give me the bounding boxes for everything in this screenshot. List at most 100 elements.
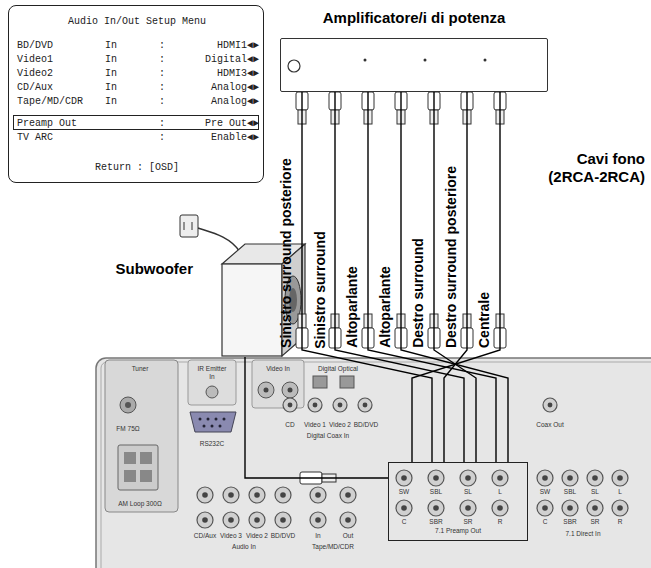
rca-jack bbox=[537, 470, 553, 486]
panel-label: Video 1 bbox=[304, 421, 326, 429]
panel-label: AM Loop 300Ω bbox=[118, 500, 162, 508]
panel-label: BD/DVD bbox=[354, 421, 379, 429]
cable-caption: Cavi fono (2RCA-2RCA) bbox=[533, 150, 645, 186]
rca-jack-pin bbox=[617, 475, 623, 481]
phono-cable bbox=[434, 92, 476, 462]
subwoofer-label: Subwoofer bbox=[116, 260, 194, 278]
menu-cell: Analog◄► bbox=[179, 82, 259, 94]
rca-jack bbox=[460, 470, 476, 486]
amplifier-title: Amplificatore/i di potenza bbox=[281, 9, 547, 27]
menu-cell: : bbox=[159, 118, 171, 130]
tuner-block bbox=[105, 360, 178, 512]
panel-label: R bbox=[498, 518, 503, 526]
rca-jack-pin bbox=[592, 505, 598, 511]
rca-jack bbox=[310, 487, 326, 503]
menu-cell: : bbox=[159, 132, 171, 144]
panel-label: SBL bbox=[430, 488, 442, 496]
rca-jack-pin bbox=[567, 475, 573, 481]
phono-cable bbox=[444, 92, 467, 462]
rca-jack-pin bbox=[254, 517, 260, 523]
rca-jack bbox=[562, 470, 578, 486]
menu-title: Audio In/Out Setup Menu bbox=[9, 16, 265, 28]
rca-jack-pin bbox=[465, 475, 471, 481]
menu-cell: In bbox=[105, 82, 135, 94]
rca-jack-pin bbox=[280, 492, 286, 498]
power-amplifier: Amplificatore/i di potenza bbox=[280, 38, 548, 92]
osd-menu: Audio In/Out Setup MenuBD/DVDIn:HDMI1◄►V… bbox=[8, 5, 264, 183]
panel-label: SBL bbox=[564, 488, 576, 496]
rca-jack-pin bbox=[497, 475, 503, 481]
rca-jack-pin bbox=[567, 505, 573, 511]
panel-label: Video 2 bbox=[329, 421, 351, 429]
rca-jack bbox=[249, 487, 265, 503]
rca-jack bbox=[492, 470, 508, 486]
cable-label: Destro surround bbox=[410, 238, 426, 348]
rca-jack-pin bbox=[497, 505, 503, 511]
menu-cell: Enable◄► bbox=[179, 132, 259, 144]
cable-label: Altoparlante bbox=[344, 266, 360, 348]
rca-jack bbox=[275, 487, 291, 503]
panel-label: C bbox=[402, 518, 407, 526]
panel-label: CD/Aux bbox=[194, 532, 216, 540]
rca-jack bbox=[562, 500, 578, 516]
menu-cell: Preamp Out bbox=[17, 118, 103, 130]
rca-jack bbox=[396, 470, 412, 486]
menu-cell: : bbox=[159, 68, 171, 80]
panel-label: Audio In bbox=[232, 543, 256, 551]
phono-cable bbox=[401, 92, 508, 462]
menu-cell: : bbox=[159, 54, 171, 66]
menu-cell: In bbox=[105, 54, 135, 66]
cable-label: Destro surround posteriore bbox=[443, 166, 459, 348]
rca-jack-pin bbox=[254, 492, 260, 498]
rca-jack-pin bbox=[345, 517, 351, 523]
rca-jack bbox=[283, 398, 297, 412]
rca-jack bbox=[333, 398, 347, 412]
menu-cell: : bbox=[159, 40, 171, 52]
panel-label: Coax Out bbox=[536, 421, 563, 429]
phono-cable bbox=[245, 357, 388, 478]
osd-screen-ground bbox=[8, 5, 264, 183]
rca-jack bbox=[358, 398, 372, 412]
menu-cell: : bbox=[159, 82, 171, 94]
rca-jack-pin bbox=[202, 492, 208, 498]
rca-jack-pin bbox=[617, 505, 623, 511]
panel-label: 7.1 Direct In bbox=[565, 530, 600, 538]
rca-jack-pin bbox=[433, 475, 439, 481]
rca-jack-pin bbox=[345, 492, 351, 498]
rca-jack-pin bbox=[542, 505, 548, 511]
panel-label: In bbox=[315, 532, 320, 540]
rca-jack bbox=[492, 500, 508, 516]
rca-jack bbox=[197, 487, 213, 503]
rca-jack-pin bbox=[313, 403, 318, 408]
cable-label: Altoparlante bbox=[377, 266, 393, 348]
panel-label: In bbox=[209, 373, 214, 381]
rca-jack-pin bbox=[315, 517, 321, 523]
panel-label: SW bbox=[540, 488, 550, 496]
rca-jack bbox=[537, 500, 553, 516]
panel-label: RS232C bbox=[200, 440, 225, 448]
menu-cell: In bbox=[105, 40, 135, 52]
rca-jack-pin bbox=[315, 492, 321, 498]
panel-label: SW bbox=[399, 488, 409, 496]
rca-jack bbox=[543, 398, 557, 412]
menu-cell: Analog◄► bbox=[179, 96, 259, 108]
rca-jack-pin bbox=[401, 505, 407, 511]
panel-label: SBR bbox=[563, 518, 576, 526]
cable-label: Sinistro surround bbox=[311, 231, 327, 348]
panel-label: C bbox=[543, 518, 548, 526]
rca-jack bbox=[223, 487, 239, 503]
panel-label: Digital Coax In bbox=[307, 432, 349, 440]
ir-emitter-block bbox=[188, 360, 236, 405]
panel-label: SBR bbox=[429, 518, 442, 526]
rs232c-connector bbox=[190, 412, 236, 432]
rca-jack bbox=[396, 500, 412, 516]
panel-label: L bbox=[618, 488, 622, 496]
menu-cell: Tape/MD/CDR bbox=[17, 96, 103, 108]
phono-cable bbox=[368, 92, 496, 462]
panel-label: Video In bbox=[266, 365, 290, 373]
cable-label: Sinistro surround posteriore bbox=[278, 158, 294, 348]
panel-label: SR bbox=[590, 518, 599, 526]
panel-label: Digital Optical bbox=[318, 365, 358, 373]
panel-label: FM 75Ω bbox=[116, 425, 139, 433]
rca-jack-pin bbox=[401, 475, 407, 481]
